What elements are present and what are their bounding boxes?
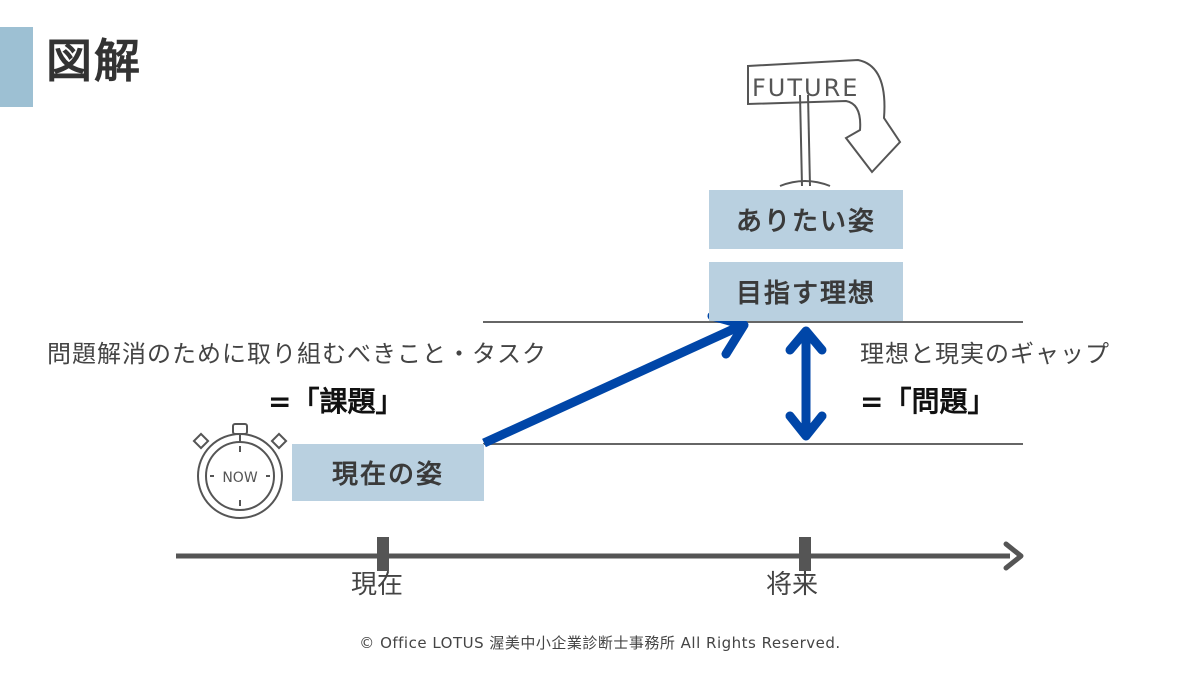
tick-now — [377, 537, 389, 571]
gap-arrowhead-down — [785, 411, 827, 441]
target-ideal-box: 目指す理想 — [709, 262, 903, 321]
task-label: =「課題」 — [268, 385, 404, 418]
tick-future — [799, 537, 811, 571]
ideal-state-box: ありたい姿 — [709, 190, 903, 249]
title-accent-bar — [0, 27, 33, 107]
copyright-footer: © Office LOTUS 渥美中小企業診断士事務所 All Rights R… — [359, 634, 841, 652]
timeline-now-label: 現在 — [351, 570, 404, 600]
stopwatch-icon: NOW — [192, 423, 288, 519]
page-title: 図解 — [46, 34, 142, 88]
gap-description: 理想と現実のギャップ — [860, 340, 1110, 368]
timeline-future-label: 将来 — [766, 570, 819, 600]
future-signpost-icon: FUTURE — [747, 58, 902, 187]
task-description: 問題解消のために取り組むべきこと・タスク — [47, 340, 547, 368]
current-state-box: 現在の姿 — [292, 444, 484, 501]
stopwatch-label: NOW — [222, 470, 257, 486]
timeline-arrowhead — [1003, 541, 1024, 571]
gap-label: =「問題」 — [860, 385, 996, 418]
task-arrow — [482, 322, 740, 448]
signpost-label: FUTURE — [752, 74, 859, 102]
gap-arrowhead-up — [785, 326, 827, 355]
